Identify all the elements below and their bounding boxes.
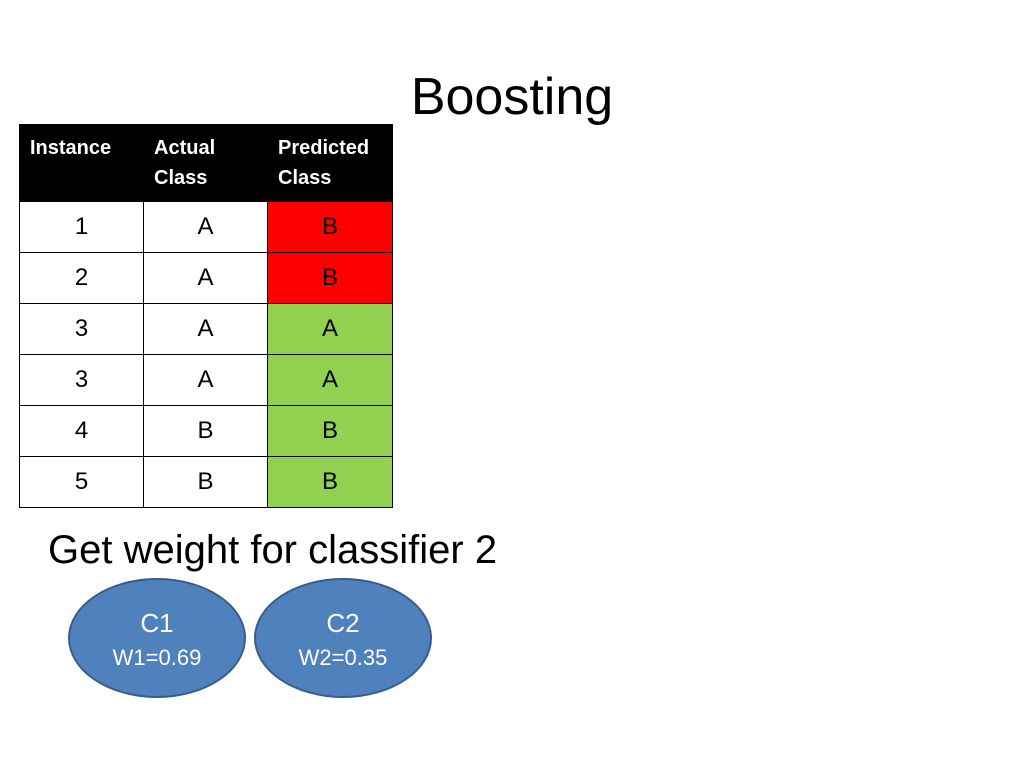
predicted-class-cell: B <box>267 405 393 457</box>
predicted-class-cell: B <box>267 201 393 253</box>
actual-class-cell: B <box>143 405 268 457</box>
prediction-table: Instance Actual Class Predicted Class 1 … <box>19 124 393 508</box>
table-header-row: Instance Actual Class Predicted Class <box>19 124 393 202</box>
predicted-class-cell: A <box>267 354 393 406</box>
predicted-class-cell: B <box>267 456 393 508</box>
classifier-c1-node: C1 W1=0.69 <box>68 578 246 698</box>
predicted-class-cell: A <box>267 303 393 355</box>
header-actual-class: Actual Class <box>143 124 268 202</box>
table-body: 1 A B 2 A B 3 A A 3 A A 4 B B 5 B B <box>19 201 393 508</box>
instance-cell: 5 <box>19 456 144 508</box>
table-row: 4 B B <box>19 405 393 457</box>
actual-class-cell: A <box>143 303 268 355</box>
classifier-weight: W2=0.35 <box>298 645 388 670</box>
header-instance: Instance <box>19 124 144 202</box>
predicted-class-cell: B <box>267 252 393 304</box>
instance-cell: 2 <box>19 252 144 304</box>
table-row: 3 A A <box>19 303 393 355</box>
subheading: Get weight for classifier 2 <box>48 528 498 572</box>
classifier-name: C2 <box>326 608 360 638</box>
classifier-c2-node: C2 W2=0.35 <box>254 578 432 698</box>
table-row: 5 B B <box>19 456 393 508</box>
table-row: 3 A A <box>19 354 393 406</box>
slide-title: Boosting <box>410 68 614 126</box>
instance-cell: 3 <box>19 303 144 355</box>
classifier-name: C1 <box>140 608 174 638</box>
instance-cell: 1 <box>19 201 144 253</box>
actual-class-cell: A <box>143 354 268 406</box>
actual-class-cell: A <box>143 201 268 253</box>
actual-class-cell: A <box>143 252 268 304</box>
table-row: 2 A B <box>19 252 393 304</box>
instance-cell: 4 <box>19 405 144 457</box>
table-row: 1 A B <box>19 201 393 253</box>
instance-cell: 3 <box>19 354 144 406</box>
actual-class-cell: B <box>143 456 268 508</box>
header-predicted-class: Predicted Class <box>267 124 393 202</box>
classifier-weight: W1=0.69 <box>112 645 202 670</box>
